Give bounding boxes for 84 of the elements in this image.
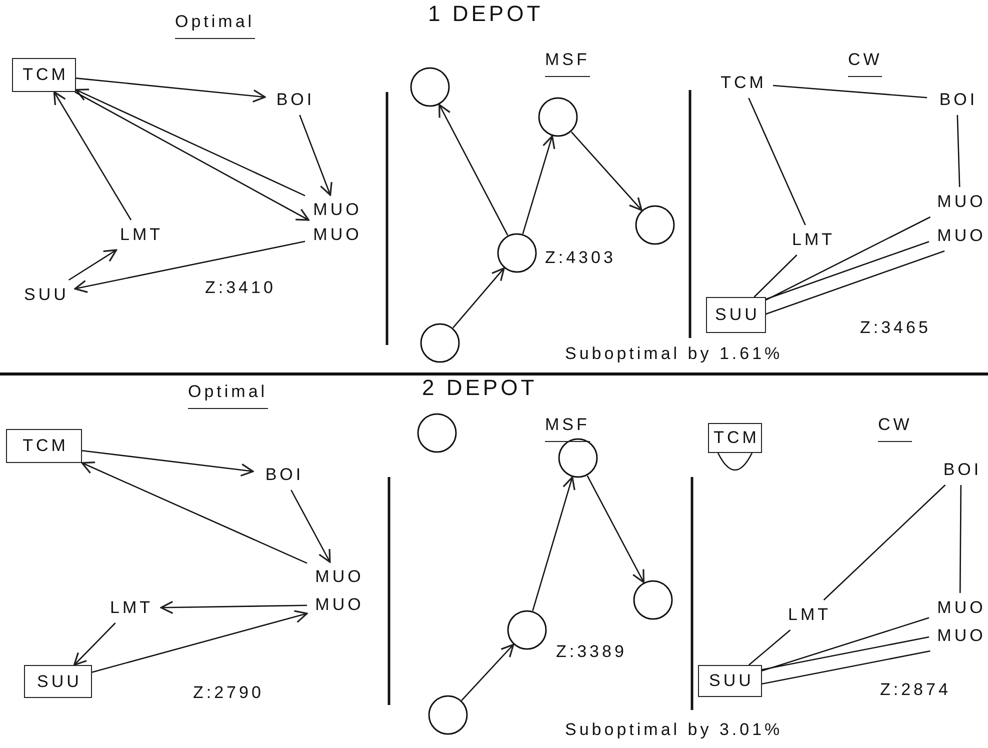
route-line bbox=[762, 617, 930, 672]
location-box: SUU bbox=[24, 665, 92, 698]
route-arrow bbox=[461, 644, 514, 701]
location-label: MUO bbox=[932, 596, 988, 620]
route-arrow bbox=[73, 622, 116, 666]
route-node-circle bbox=[558, 438, 598, 478]
result-note: Suboptimal by 3.01% bbox=[565, 720, 783, 740]
route-arrow bbox=[81, 462, 308, 564]
location-label: BOI bbox=[930, 88, 984, 112]
route-arrow bbox=[68, 249, 118, 281]
method-heading: Optimal bbox=[175, 12, 255, 39]
panel-heading: 2 DEPOT bbox=[422, 378, 538, 398]
location-label: LMT bbox=[784, 228, 840, 252]
location-label: MUO bbox=[308, 223, 364, 247]
result-note: Z:2874 bbox=[880, 680, 951, 700]
result-note: Z:3465 bbox=[860, 318, 931, 338]
route-line bbox=[754, 254, 798, 298]
route-line bbox=[766, 240, 930, 300]
route-arrow bbox=[299, 114, 332, 196]
route-arrow bbox=[438, 104, 508, 236]
result-note: Suboptimal by 1.61% bbox=[565, 344, 783, 364]
location-label: MUO bbox=[932, 224, 988, 248]
route-line bbox=[748, 98, 806, 226]
route-line bbox=[956, 114, 960, 188]
route-node-circle bbox=[417, 413, 457, 453]
route-node-circle bbox=[428, 695, 468, 735]
panel-heading: 1 DEPOT bbox=[428, 4, 544, 24]
route-node-circle bbox=[410, 67, 450, 107]
result-note: Z:2790 bbox=[193, 683, 264, 703]
route-node-circle bbox=[635, 205, 675, 245]
loop-line bbox=[717, 452, 753, 471]
route-arrow bbox=[570, 131, 642, 211]
route-line bbox=[823, 484, 946, 600]
location-label: LMT bbox=[102, 596, 158, 620]
location-label: TCM bbox=[714, 71, 770, 95]
route-line bbox=[959, 485, 962, 593]
route-line bbox=[766, 250, 945, 315]
route-arrow bbox=[75, 88, 306, 196]
route-line bbox=[766, 216, 931, 300]
route-arrow bbox=[290, 490, 331, 563]
route-line bbox=[762, 650, 930, 685]
method-heading: MSF bbox=[545, 415, 590, 442]
route-line bbox=[762, 636, 930, 670]
route-arrow bbox=[160, 600, 308, 614]
result-note: Z:3410 bbox=[205, 278, 276, 298]
location-label: BOI bbox=[256, 463, 310, 487]
route-node-circle bbox=[420, 323, 460, 363]
route-arrow bbox=[82, 450, 254, 477]
route-arrow bbox=[53, 91, 132, 220]
location-label: MUO bbox=[310, 565, 366, 589]
route-line bbox=[748, 630, 791, 666]
location-box: SUU bbox=[698, 665, 762, 697]
location-box: TCM bbox=[12, 58, 76, 92]
route-arrow bbox=[92, 610, 308, 673]
location-label: LMT bbox=[780, 603, 836, 627]
method-heading: Optimal bbox=[188, 382, 268, 409]
route-arrow bbox=[74, 240, 306, 293]
location-label: BOI bbox=[268, 88, 320, 112]
route-arrow bbox=[532, 476, 576, 611]
route-node-circle bbox=[538, 97, 578, 137]
route-node-circle bbox=[507, 610, 547, 650]
location-label: MUO bbox=[310, 593, 366, 617]
location-box: TCM bbox=[6, 429, 82, 463]
method-heading: MSF bbox=[545, 50, 590, 77]
route-arrow bbox=[522, 135, 556, 234]
route-arrow bbox=[76, 78, 266, 103]
location-box: SUU bbox=[706, 297, 766, 333]
location-label: MUO bbox=[932, 190, 988, 214]
route-arrow bbox=[452, 267, 505, 328]
location-label: MUO bbox=[308, 198, 364, 222]
result-note: Z:4303 bbox=[545, 248, 616, 268]
result-note: Z:3389 bbox=[556, 642, 627, 662]
location-label: SUU bbox=[18, 283, 72, 307]
location-label: MUO bbox=[932, 624, 988, 648]
route-arrow bbox=[74, 91, 310, 221]
route-line bbox=[772, 84, 928, 98]
route-node-circle bbox=[633, 580, 673, 620]
route-arrow bbox=[586, 475, 645, 584]
route-node-circle bbox=[497, 233, 537, 273]
location-box: TCM bbox=[708, 423, 762, 453]
method-heading: CW bbox=[848, 50, 882, 77]
location-label: LMT bbox=[112, 223, 168, 247]
method-heading: CW bbox=[878, 415, 912, 442]
location-label: BOI bbox=[934, 458, 988, 482]
